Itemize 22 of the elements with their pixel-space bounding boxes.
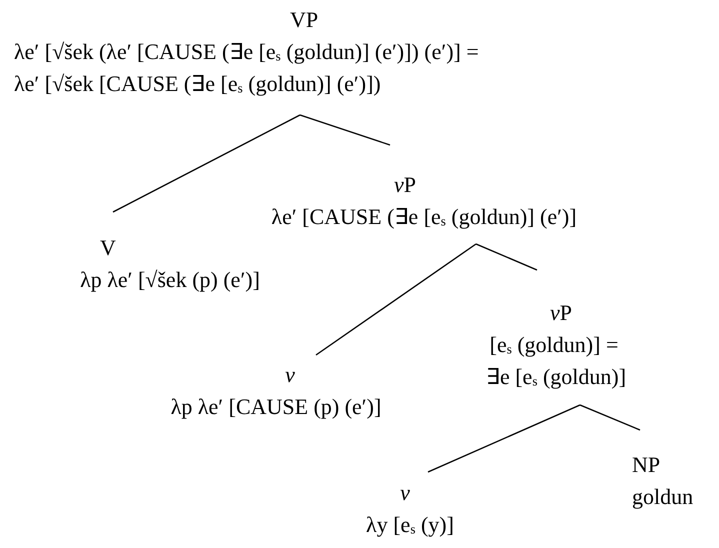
- tree-branch: [112, 114, 300, 213]
- tree-branch: [300, 114, 390, 146]
- category-label: vP: [550, 299, 572, 327]
- category-label: V: [100, 234, 116, 262]
- semantic-formula: λp λe′ [√šek (p) (e′)]: [80, 266, 260, 294]
- semantic-formula: λe′ [√šek [CAUSE (∃e [e$_{s}$ (goldun)] (e′)]): [14, 71, 381, 96]
- semantic-formula: λp λe′ [CAUSE (p) (e′)]: [170, 393, 382, 421]
- semantic-formula: ∃e [e$_{s}$ (goldun)]: [486, 363, 626, 391]
- semantic-formula: λe′ [CAUSE (∃e [e$_{s}$ (goldun)] (e′)]: [271, 203, 577, 231]
- tree-branch: [476, 243, 538, 271]
- tree-branch: [580, 404, 640, 431]
- category-label: vP: [394, 171, 416, 199]
- category-label: v: [400, 479, 410, 507]
- semantic-formula: λe′ [√šek (λe′ [CAUSE (∃e [e$_{s}$ (goldun)] (e′)]) (e′)] =: [14, 39, 479, 64]
- tree-branch: [316, 243, 476, 356]
- semantic-formula: goldun: [632, 484, 694, 509]
- semantic-formula: [e$_{s}$ (goldun)] =: [490, 331, 618, 359]
- category-label: NP: [632, 452, 660, 477]
- semantic-formula: λy [e$_{s}$ (y)]: [366, 511, 454, 539]
- tree-branch: [428, 404, 580, 473]
- category-label: v: [285, 361, 295, 389]
- category-label: VP: [290, 6, 318, 34]
